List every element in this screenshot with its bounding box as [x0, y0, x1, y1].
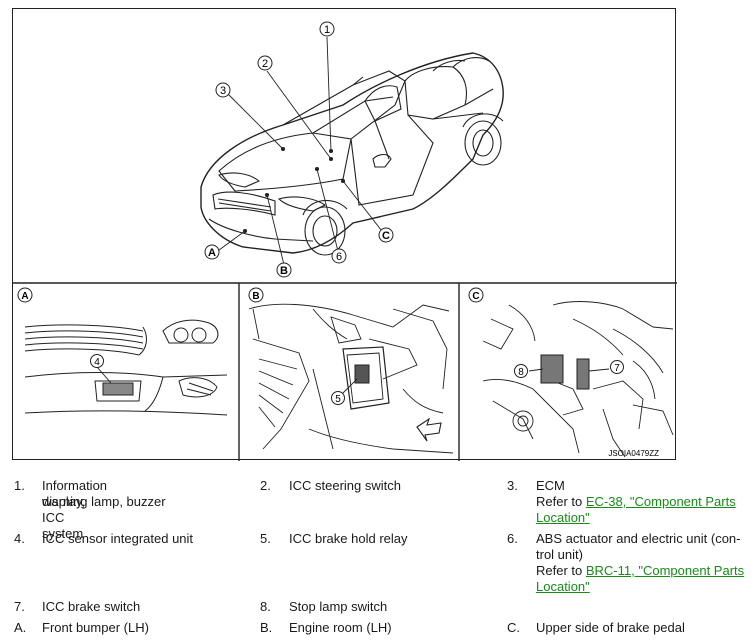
legend-text: trol unit) [536, 547, 583, 562]
legend-num: B. [260, 620, 273, 635]
legend-text: ABS actuator and electric unit (con- [536, 531, 741, 546]
image-code: JSOIA0479ZZ [608, 449, 659, 458]
area-callouts: A B C [204, 227, 394, 278]
icc-sensor-unit [102, 382, 134, 396]
svg-text:2: 2 [262, 58, 268, 70]
area-callout-b: B [276, 262, 292, 278]
legend-num: 8. [260, 599, 271, 614]
car-illustration [200, 52, 504, 256]
panel-c-label: C [472, 291, 479, 302]
area-callout-a: A [204, 244, 220, 260]
svg-text:1: 1 [324, 24, 330, 36]
callout-7: 7 [610, 360, 624, 374]
legend-text: Stop lamp switch [289, 599, 388, 614]
legend-num: A. [14, 620, 27, 635]
icc-brake-hold-relay [354, 364, 370, 384]
legend-num: 5. [260, 531, 271, 546]
component-location-figure: 1 2 3 6 A B C A [12, 8, 677, 461]
legend-text: Front bumper (LH) [42, 620, 149, 635]
legend-num: 4. [14, 531, 25, 546]
stop-lamp-switch-body [540, 354, 564, 384]
legend-refer: Refer to BRC-11, "Component Parts [536, 563, 745, 578]
legend-text: warning lamp, buzzer [42, 494, 166, 509]
callout-1: 1 [319, 21, 335, 37]
legend-text: Information display, ICC system [42, 478, 108, 541]
svg-text:3: 3 [220, 85, 226, 97]
figure-svg: 1 2 3 6 A B C A [13, 21, 677, 461]
svg-text:7: 7 [614, 363, 620, 374]
svg-text:A: A [208, 247, 216, 259]
panel-b: B 5 [248, 287, 454, 454]
legend-num: 1. [14, 478, 25, 493]
svg-text:6: 6 [336, 251, 342, 263]
callout-leaders [214, 36, 386, 270]
panel-b-label: B [252, 291, 259, 302]
legend-num: 2. [260, 478, 271, 493]
legend-num: 7. [14, 599, 25, 614]
legend-text: ICC sensor integrated unit [42, 531, 194, 546]
legend-num: 6. [507, 531, 518, 546]
ec-38-link[interactable]: EC-38, "Component Parts [585, 494, 736, 509]
legend-text: Engine room (LH) [289, 620, 392, 635]
brc-11-link-cont[interactable]: Location" [536, 579, 590, 594]
legend-text: ICC brake hold relay [289, 531, 408, 546]
svg-text:B: B [280, 265, 288, 277]
legend-num: 3. [507, 478, 518, 493]
legend-text: ECM [536, 478, 565, 493]
panel-a: A 4 [17, 287, 228, 416]
panel-c: C 8 7 JSOIA0479ZZ [468, 287, 674, 458]
svg-text:C: C [382, 230, 390, 242]
svg-text:4: 4 [94, 357, 100, 368]
callout-2: 2 [257, 55, 273, 71]
ec-38-link-cont[interactable]: Location" [536, 510, 590, 525]
legend-text: ICC steering switch [289, 478, 401, 493]
legend-text: ICC brake switch [42, 599, 141, 614]
brc-11-link[interactable]: BRC-11, "Component Parts [585, 563, 745, 578]
icc-brake-switch-body [576, 358, 590, 390]
callout-3: 3 [215, 82, 231, 98]
legend-refer: Refer to EC-38, "Component Parts [536, 494, 736, 509]
panel-a-label: A [21, 291, 28, 302]
legend-text: Upper side of brake pedal [536, 620, 685, 635]
svg-text:8: 8 [518, 367, 524, 378]
legend-num: C. [507, 620, 520, 635]
direction-arrow-icon [416, 417, 442, 442]
svg-text:5: 5 [335, 394, 341, 405]
area-callout-c: C [378, 227, 394, 243]
callout-5: 5 [331, 391, 345, 405]
callout-8: 8 [514, 364, 528, 378]
callout-6: 6 [331, 248, 347, 264]
callout-4: 4 [90, 354, 104, 368]
car-callouts: 1 2 3 6 [215, 21, 347, 264]
